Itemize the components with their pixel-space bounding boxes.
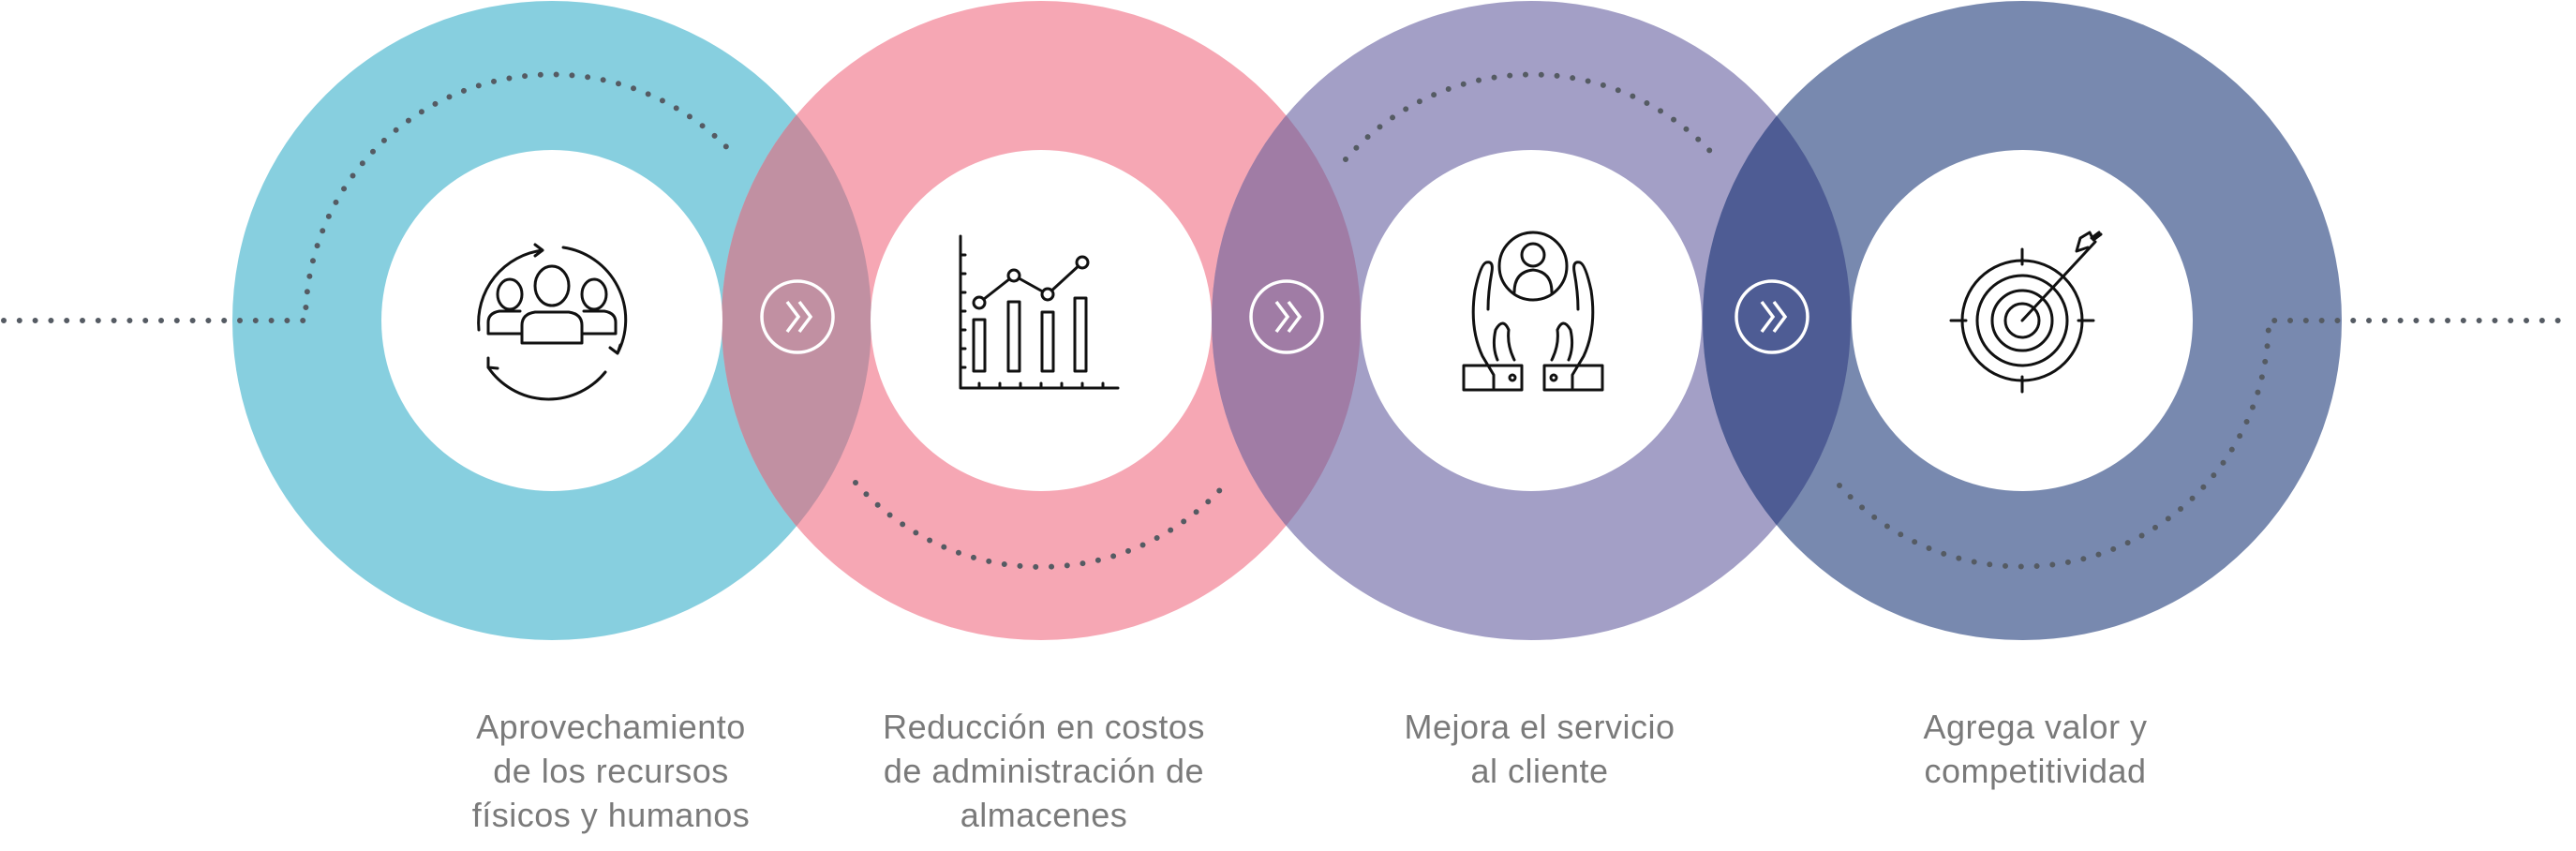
dotted-path-3 [1343,71,1720,162]
label-line: de los recursos [493,752,729,790]
people-cycle-icon [477,243,628,401]
label-line: Mejora el servicio [1404,708,1675,746]
step-3-label: Mejora el servicio al cliente [1324,705,1755,793]
chevron-right-double-icon [760,279,835,354]
label-line: almacenes [960,796,1128,834]
step-2-label: Reducción en costos de administración de… [828,705,1259,837]
step-4-label: Agrega valor y competitividad [1820,705,2251,793]
step-1-center [381,150,722,491]
label-line: de administración de [883,752,1205,790]
label-line: competitividad [1924,752,2147,790]
step-3-center [1361,150,1702,491]
hands-customer-icon [1462,231,1604,392]
chevron-right-double-icon [1735,279,1809,354]
label-line: físicos y humanos [471,796,751,834]
label-line: Aprovechamiento [476,708,746,746]
target-arrow-icon [1949,231,2103,394]
label-line: Agrega valor y [1923,708,2148,746]
dotted-path-1 [1,71,737,323]
dotted-path-4 [1837,318,2575,570]
step-1-label: Aprovechamiento de los recursos físicos … [395,705,826,837]
dotted-path-2 [853,480,1229,570]
label-line: al cliente [1470,752,1609,790]
label-line: Reducción en costos [883,708,1205,746]
chevron-right-double-icon [1249,279,1324,354]
growth-chart-icon [959,234,1120,390]
